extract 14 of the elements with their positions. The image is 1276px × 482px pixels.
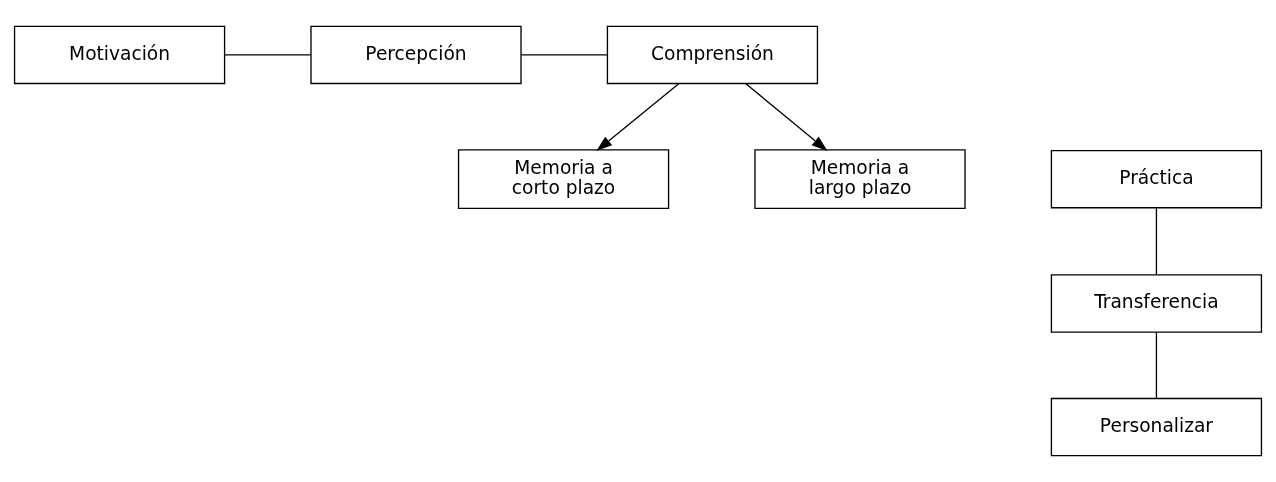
node-box: Comprensión	[606, 25, 819, 85]
connector	[520, 54, 608, 56]
arrow	[596, 82, 680, 152]
connector	[224, 54, 312, 56]
node-box: Memoria a largo plazo	[754, 149, 966, 210]
node-box: Percepción	[310, 25, 522, 85]
node-box: Transferencia	[1050, 274, 1263, 333]
node-box: Memoria a corto plazo	[457, 149, 670, 210]
connector	[1155, 331, 1158, 400]
node-box: Práctica	[1050, 149, 1263, 209]
node-box: Personalizar	[1050, 397, 1263, 457]
node-box: Motivación	[13, 25, 226, 85]
connector	[1155, 207, 1158, 276]
arrow	[744, 82, 828, 152]
